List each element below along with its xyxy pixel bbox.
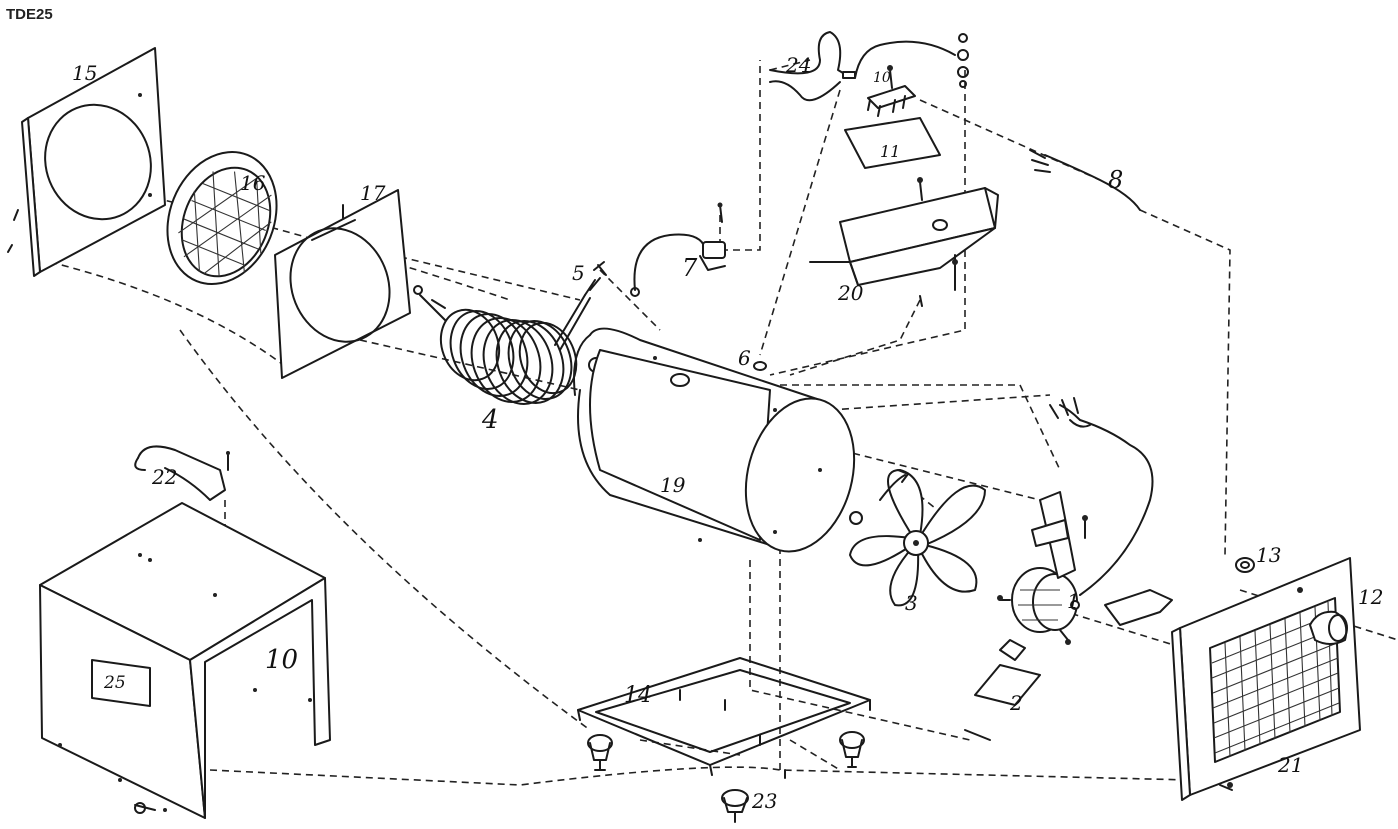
label-part-16: 16 bbox=[240, 171, 266, 195]
control-knob bbox=[1309, 610, 1348, 645]
grommet bbox=[1235, 557, 1255, 573]
label-part-10-cover: 10 bbox=[265, 645, 298, 675]
front-grille bbox=[1171, 557, 1361, 801]
label-part-21: 21 bbox=[1277, 753, 1303, 777]
rating-label bbox=[91, 659, 151, 707]
label-part-2: 2 bbox=[1009, 691, 1023, 715]
motor-bracket-side bbox=[1104, 589, 1173, 626]
wire-harness bbox=[769, 31, 956, 102]
label-part-22: 22 bbox=[151, 465, 177, 489]
fan-guard-ring bbox=[166, 151, 278, 285]
label-part-10-switch: 10 bbox=[873, 70, 891, 86]
label-part-8: 8 bbox=[1108, 166, 1123, 194]
rubber-feet bbox=[587, 731, 865, 823]
label-part-3: 3 bbox=[905, 591, 918, 615]
label-part-6: 6 bbox=[738, 346, 751, 370]
power-cable bbox=[1029, 149, 1141, 211]
label-part-5: 5 bbox=[572, 261, 585, 285]
motor bbox=[997, 397, 1154, 645]
model-title: TDE25 bbox=[6, 6, 53, 23]
label-part-25: 25 bbox=[103, 673, 126, 693]
motor-bracket-upper bbox=[1031, 491, 1088, 579]
label-part-12: 12 bbox=[1358, 585, 1383, 609]
label-part-20: 20 bbox=[837, 281, 864, 305]
bracket-plate bbox=[809, 177, 999, 307]
label-part-24: 24 bbox=[785, 53, 811, 77]
part-number-labels: 1 2 3 4 5 6 7 8 10 10 11 12 13 14 15 16 … bbox=[72, 53, 1383, 813]
carry-handle bbox=[134, 445, 230, 501]
label-part-17: 17 bbox=[360, 181, 386, 205]
label-part-1: 1 bbox=[1067, 589, 1080, 613]
grille-mesh bbox=[1211, 601, 1340, 758]
screw-6 bbox=[753, 361, 767, 371]
label-part-14: 14 bbox=[624, 683, 652, 708]
label-part-23: 23 bbox=[751, 789, 777, 813]
fan-blade bbox=[849, 469, 986, 607]
switch-assembly bbox=[867, 33, 969, 117]
rear-panel bbox=[7, 47, 166, 277]
label-part-4: 4 bbox=[481, 405, 499, 435]
label-part-15: 15 bbox=[72, 61, 97, 85]
label-part-19: 19 bbox=[660, 473, 686, 497]
inner-plate bbox=[274, 189, 411, 379]
cylinder-body bbox=[573, 327, 856, 553]
label-part-13: 13 bbox=[1256, 543, 1281, 567]
motor-bracket-lower bbox=[964, 639, 1041, 741]
insulator-plate bbox=[844, 117, 941, 169]
label-part-7: 7 bbox=[682, 254, 698, 282]
label-part-11: 11 bbox=[880, 142, 900, 161]
heating-coil bbox=[413, 277, 601, 405]
base-frame bbox=[577, 657, 871, 776]
